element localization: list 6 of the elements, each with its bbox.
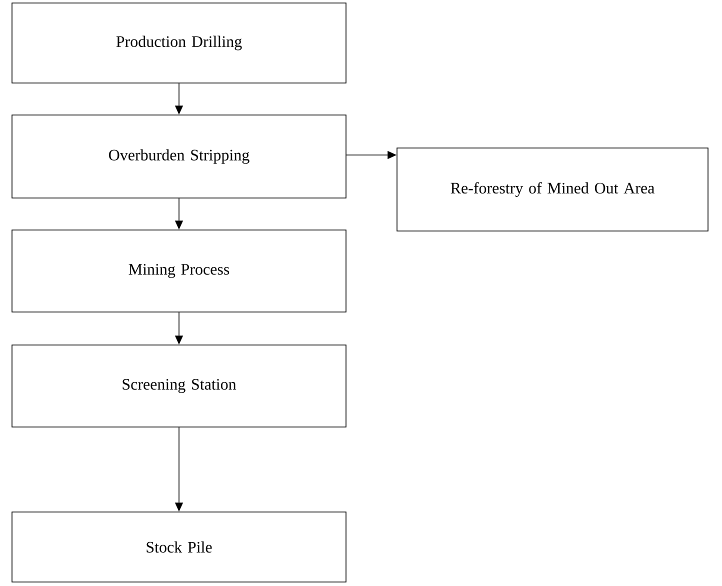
process-box: Mining Process: [12, 230, 346, 312]
process-box: Stock Pile: [12, 512, 346, 582]
process-box: Production Drilling: [12, 2, 346, 84]
process-box: Re-forestry of Mined Out Area: [396, 148, 708, 232]
process-box: Screening Station: [12, 344, 346, 428]
process-box: Overburden Stripping: [12, 114, 346, 198]
